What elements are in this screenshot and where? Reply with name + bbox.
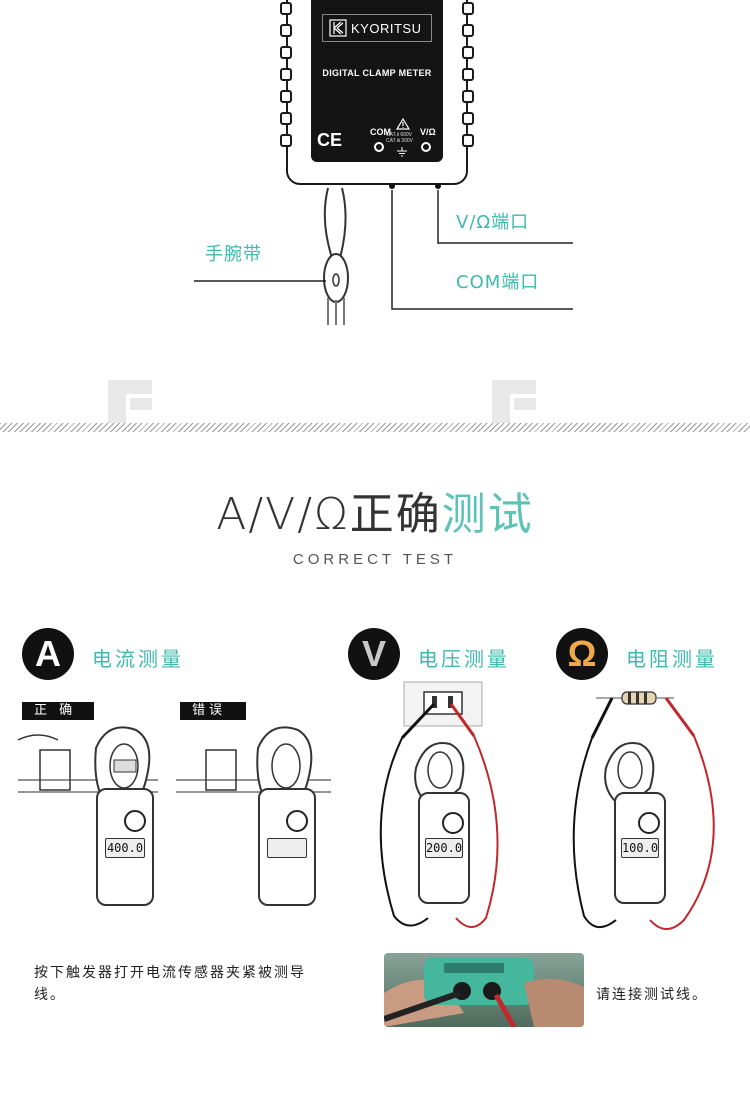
rotary-dial — [286, 810, 308, 832]
meter-grip-notch — [462, 2, 474, 15]
clamp-meter-voltage: 200.0 — [418, 792, 470, 904]
voltage-badge: V — [348, 628, 400, 680]
clamp-meter-wrong — [258, 788, 316, 906]
meter-grip-notch — [280, 24, 292, 37]
port-v-label: V/Ω — [420, 127, 436, 137]
lcd-display: 400.0 — [105, 838, 145, 858]
page-subtitle: CORRECT TEST — [292, 551, 458, 568]
meter-grip-notch — [462, 134, 474, 147]
rotary-dial — [638, 812, 660, 834]
meter-grip-notch — [280, 134, 292, 147]
lcd-display: 100.0 — [621, 838, 659, 858]
com-port-hole — [374, 142, 384, 152]
resistance-badge: Ω — [556, 628, 608, 680]
brand-logo: KYORITSU — [322, 14, 432, 42]
port-com-label: COM — [370, 127, 391, 137]
resistance-section-label: 电阻测量 — [626, 647, 718, 671]
ground-icon — [397, 147, 407, 157]
meter-grip-notch — [280, 46, 292, 59]
callout-wrist-strap: 手腕带 — [205, 244, 262, 265]
ce-mark: CE — [317, 130, 343, 150]
page-title-accent: 测试 — [441, 489, 534, 540]
callout-com-port: COM端口 — [456, 272, 540, 293]
brand-name: KYORITSU — [351, 20, 422, 36]
section-divider — [0, 423, 750, 432]
meter-grip-notch — [280, 112, 292, 125]
cat-rating: CAT.Ⅱ 600V CAT.Ⅲ 300V — [386, 132, 413, 144]
page-title-main: A/V/Ω正确 — [216, 489, 442, 540]
meter-grip-notch — [462, 68, 474, 81]
kyoritsu-logo-icon — [329, 19, 347, 37]
lcd-display: 200.0 — [425, 838, 463, 858]
meter-grip-notch — [462, 112, 474, 125]
cat-rating-line: CAT.Ⅱ 600V — [386, 132, 412, 138]
meter-grip-notch — [462, 90, 474, 103]
meter-grip-notch — [462, 24, 474, 37]
voltage-test-illustration — [379, 681, 499, 928]
meter-grip-notch — [280, 2, 292, 15]
current-description: 按下触发器打开电流传感器夹紧被测导线。 — [34, 965, 306, 1003]
warning-triangle-icon — [396, 118, 410, 130]
rotary-dial — [442, 812, 464, 834]
tag-correct: 正 确 — [22, 702, 94, 720]
clamp-meter-resistance: 100.0 — [614, 792, 666, 904]
voltage-description: 请连接测试线。 — [596, 987, 708, 1003]
meter-grip-notch — [280, 90, 292, 103]
meter-grip-notch — [280, 68, 292, 81]
watermark-logo-icon — [492, 380, 536, 424]
lcd-display-blank — [267, 838, 307, 858]
callout-v-port: V/Ω端口 — [456, 212, 530, 233]
current-section-label: 电流测量 — [92, 647, 184, 671]
meter-model-label: DIGITAL CLAMP METER — [322, 68, 432, 78]
watermark-logo-icon — [108, 380, 152, 424]
current-badge: A — [22, 628, 74, 680]
tag-wrong: 错误的 — [180, 702, 246, 736]
meter-grip-notch — [462, 46, 474, 59]
meter-front-panel — [311, 0, 443, 162]
page-title: A/V/Ω正确测试 — [0, 478, 750, 542]
callout-drawing — [194, 183, 573, 325]
voltage-section-label: 电压测量 — [418, 647, 510, 671]
cat-rating-line: CAT.Ⅲ 300V — [386, 138, 413, 144]
resistance-test-illustration — [572, 691, 715, 930]
photo-illustration — [384, 957, 584, 1027]
clamp-meter-correct: 400.0 — [96, 788, 154, 906]
test-lead-photo — [384, 953, 584, 1027]
rotary-dial — [124, 810, 146, 832]
v-port-hole — [421, 142, 431, 152]
